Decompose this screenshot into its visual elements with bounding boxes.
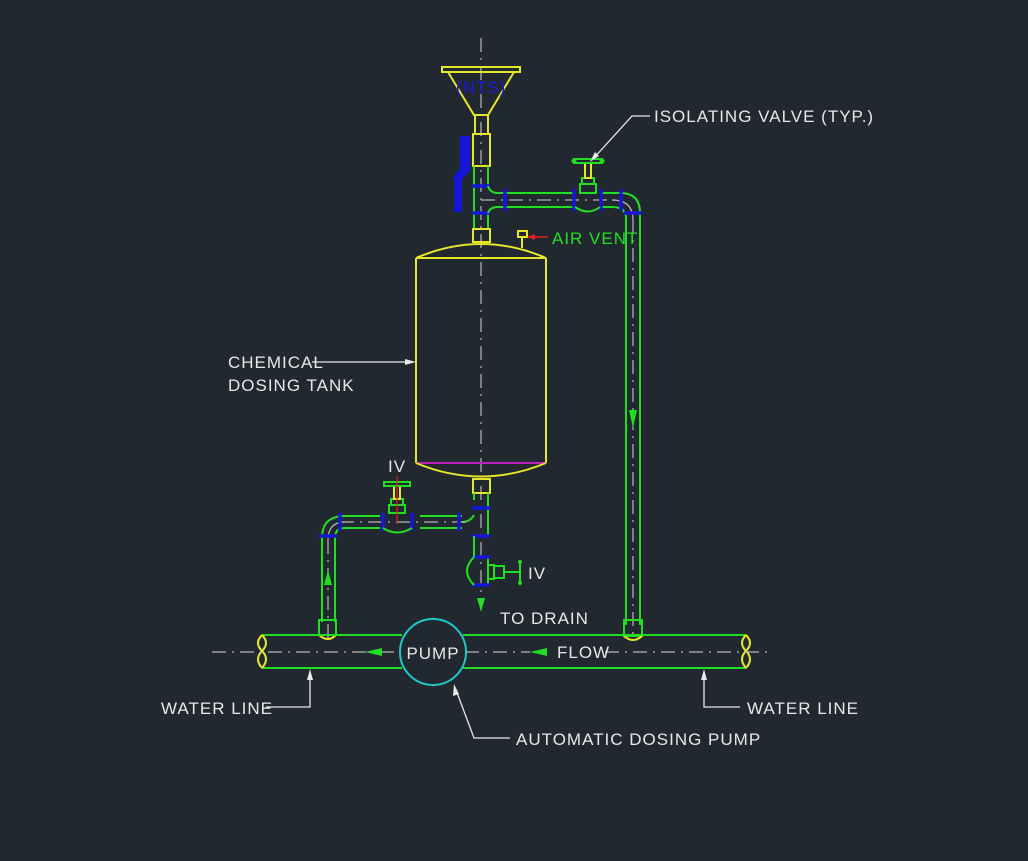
pump-callout: AUTOMATIC DOSING PUMP (453, 684, 761, 749)
tank-label-line1: CHEMICAL (228, 353, 324, 372)
funnel-handle-icon (454, 136, 470, 212)
to-drain-label: TO DRAIN (500, 609, 589, 628)
flow-arrow-down (629, 410, 637, 428)
fill-pipe (472, 166, 491, 243)
flow-arrow-left (365, 648, 382, 656)
iv-top-label: IV (388, 457, 406, 476)
flow-label: FLOW (557, 643, 610, 662)
drain-valve: IV (488, 560, 546, 585)
water-line: FLOW (212, 634, 770, 669)
water-line-right-callout: WATER LINE (701, 669, 859, 718)
air-vent-label: AIR VENT (552, 229, 638, 248)
dosing-pump-label: AUTOMATIC DOSING PUMP (516, 730, 761, 749)
isolating-valve-callout: ISOLATING VALVE (TYP.) (590, 107, 874, 162)
automatic-dosing-pump: PUMP (399, 618, 467, 686)
suction-pipe (318, 513, 470, 640)
nts-label: (NTS) (456, 78, 506, 97)
air-vent: AIR VENT (517, 229, 638, 248)
chemical-dosing-tank (415, 243, 547, 494)
isolating-valve-suction: IV (382, 457, 413, 534)
iv-drain-label: IV (528, 564, 546, 583)
tank-callout: CHEMICAL DOSING TANK (228, 353, 416, 395)
funnel: (NTS) (441, 66, 521, 167)
water-line-right-label: WATER LINE (747, 699, 859, 718)
tank-label-line2: DOSING TANK (228, 376, 355, 395)
water-line-left-label: WATER LINE (161, 699, 273, 718)
drain-arrow-down (477, 598, 485, 612)
water-line-left-callout: WATER LINE (161, 669, 313, 718)
recirculation-pipe (481, 185, 643, 641)
flow-arrow-left-2 (530, 648, 547, 656)
flow-arrow-up (324, 570, 332, 585)
drain-pipe (461, 493, 490, 612)
isolating-valve-label: ISOLATING VALVE (TYP.) (654, 107, 874, 126)
isolating-valve-top (571, 158, 605, 213)
pump-label: PUMP (406, 644, 459, 663)
